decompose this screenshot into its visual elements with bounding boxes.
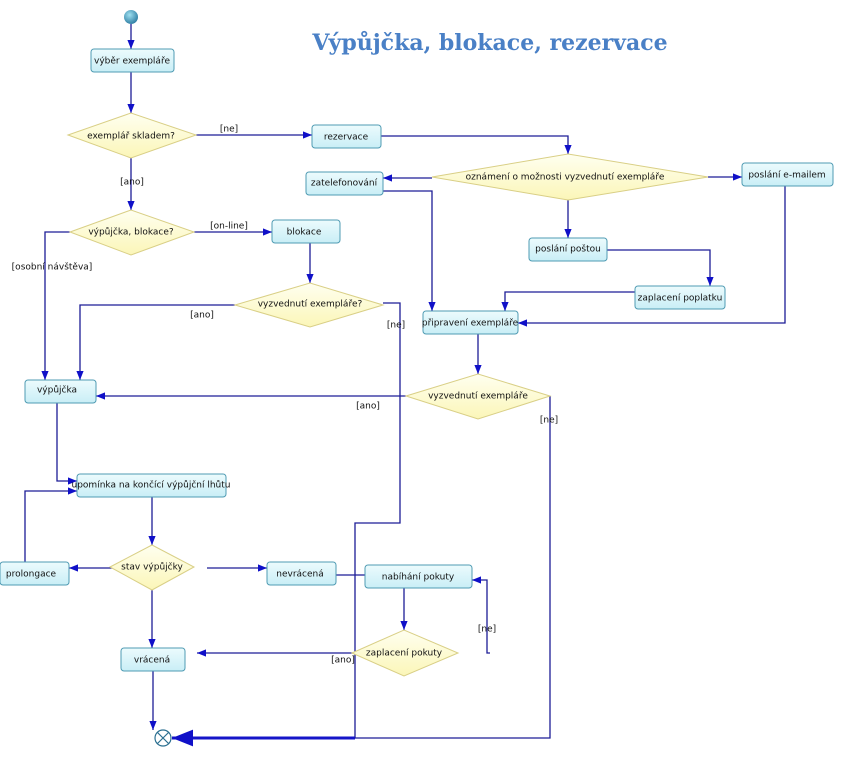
node-label: oznámení o možnosti vyzvednutí exempláře <box>466 173 665 183</box>
action-vypujcka[interactable]: výpůjčka <box>24 379 97 404</box>
node-label: rezervace <box>324 133 369 143</box>
action-blokace[interactable]: blokace <box>271 219 341 244</box>
decision-oznameni[interactable]: oznámení o možnosti vyzvednutí exempláře <box>431 153 709 201</box>
node-label: nevrácená <box>276 570 324 580</box>
edge-zatelefonovani-pripraveni <box>383 190 436 311</box>
node-label: exemplář skladem? <box>87 132 175 142</box>
decision-stav-vypujcky[interactable]: stav výpůjčky <box>108 544 196 591</box>
node-label: vyzvednutí exempláře <box>428 392 528 402</box>
node-label: upomínka na končící výpůjční lhůtu <box>72 480 231 491</box>
edge-postou-poplatek <box>607 249 714 286</box>
action-vracena[interactable]: vrácená <box>120 647 186 672</box>
guard-label: [osobní návštěva] <box>12 262 93 273</box>
decision-vypujcka-blokace[interactable]: výpůjčka, blokace? <box>68 209 196 256</box>
guard-label: [ano] <box>331 656 355 666</box>
action-zatelefonovani[interactable]: zatelefonování <box>305 171 384 196</box>
edge-zaplaceni-nabihani <box>472 576 490 654</box>
node-label: výpůjčka <box>37 385 77 396</box>
edge-osobni-vypujcka <box>41 231 70 380</box>
guard-label: [ano] <box>190 311 214 321</box>
guard-label: [ne] <box>220 125 238 135</box>
edge-rezervace-oznameni <box>381 135 572 154</box>
guard-label: [ne] <box>478 625 496 635</box>
action-prolongace[interactable]: prolongace <box>0 561 70 586</box>
diagram-title: Výpůjčka, blokace, rezervace <box>311 30 667 56</box>
node-label: výpůjčka, blokace? <box>88 227 174 238</box>
action-zaplaceni-poplatku[interactable]: zaplacení poplatku <box>634 285 726 310</box>
node-label: poslání e-mailem <box>748 171 825 181</box>
end-node-icon <box>154 729 172 747</box>
node-label: vrácená <box>134 656 170 666</box>
decision-vyzvednuti-exemplare-1[interactable]: vyzvednutí exempláře? <box>233 282 385 328</box>
edge-vypujcka-upominka <box>56 403 77 485</box>
guard-label: [ne] <box>387 321 405 331</box>
node-label: blokace <box>287 228 322 238</box>
action-pripraveni-exemplare[interactable]: připravení exempláře <box>422 310 519 335</box>
node-label: zaplacení poplatku <box>638 294 723 304</box>
guard-label: [ano] <box>120 178 144 188</box>
guard-label: [on-line] <box>210 222 248 232</box>
node-label: zaplacení pokuty <box>366 649 443 659</box>
node-label: výběr exempláře <box>94 57 170 67</box>
action-upominka[interactable]: upomínka na končící výpůjční lhůtu <box>72 473 231 498</box>
edges <box>24 24 786 747</box>
guard-label: [ano] <box>356 402 380 412</box>
decision-exemplar-skladem[interactable]: exemplář skladem? <box>66 112 198 159</box>
edge-vyzvednuti1-end <box>354 302 401 738</box>
node-label: zatelefonování <box>311 179 378 189</box>
decision-vyzvednuti-exemplare-2[interactable]: vyzvednutí exempláře <box>404 373 552 420</box>
action-nabihani-pokuty[interactable]: nabíhání pokuty <box>364 564 473 589</box>
edge-poplatek-pripraveni <box>501 291 635 311</box>
node-label: vyzvednutí exempláře? <box>258 300 363 310</box>
node-label: stav výpůjčky <box>121 562 183 573</box>
guard-label: [ne] <box>540 416 558 426</box>
node-label: připravení exempláře <box>422 319 519 329</box>
start-node-icon <box>124 10 138 24</box>
action-vyber-exemplare[interactable]: výběr exempláře <box>90 48 175 73</box>
edge-vyzvednuti1-vypujcka <box>76 304 235 380</box>
node-label: poslání poštou <box>535 244 601 255</box>
node-label: prolongace <box>6 570 57 580</box>
node-label: nabíhání pokuty <box>382 573 455 583</box>
edge-prolongace-upominka <box>24 487 77 562</box>
action-rezervace[interactable]: rezervace <box>311 124 382 149</box>
edge-vyzvednuti-end <box>355 396 551 739</box>
action-poslani-emailem[interactable]: poslání e-mailem <box>741 162 834 187</box>
action-poslani-postou[interactable]: poslání poštou <box>528 237 608 262</box>
decision-zaplaceni-pokuty[interactable]: zaplacení pokuty <box>350 629 460 677</box>
action-nevracena[interactable]: nevrácená <box>266 561 337 586</box>
edge-email-pripraveni <box>518 186 786 327</box>
